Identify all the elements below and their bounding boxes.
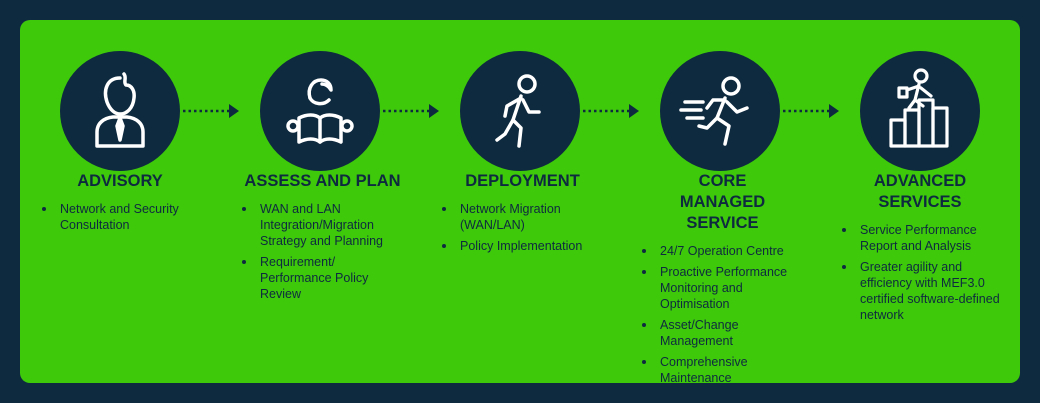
list-item: Network and Security Consultation xyxy=(40,201,200,233)
list-item: Requirement/ Performance Policy Review xyxy=(240,254,405,302)
advisor-icon xyxy=(95,72,145,148)
step-title: ADVANCED SERVICES xyxy=(873,172,967,211)
step-assess-and-plan: ASSESS AND PLAN WAN and LAN Integration/… xyxy=(240,171,405,307)
step-advanced-services: ADVANCED SERVICES Service Performance Re… xyxy=(840,171,1000,328)
connector-arrow-2 xyxy=(383,99,443,123)
list-item: 24/7 Operation Centre xyxy=(640,243,805,259)
walking-person-icon xyxy=(495,74,541,148)
step-item-list: Service Performance Report and Analysis … xyxy=(840,222,1000,323)
step-1-circle xyxy=(60,51,180,171)
list-item: Network Migration (WAN/LAN) xyxy=(440,201,605,233)
connector-arrow-3 xyxy=(583,99,643,123)
list-item: Service Performance Report and Analysis xyxy=(840,222,1000,254)
step-advisory: ADVISORY Network and Security Consultati… xyxy=(40,171,200,238)
step-3-circle xyxy=(460,51,580,171)
step-2-circle xyxy=(260,51,380,171)
step-title: DEPLOYMENT xyxy=(465,172,580,190)
list-item: Asset/Change Management xyxy=(640,317,805,349)
step-4-circle xyxy=(660,51,780,171)
step-item-list: Network Migration (WAN/LAN) Policy Imple… xyxy=(440,201,605,254)
step-5-circle xyxy=(860,51,980,171)
step-deployment: DEPLOYMENT Network Migration (WAN/LAN) P… xyxy=(440,171,605,259)
list-item: Comprehensive Maintenance xyxy=(640,354,805,386)
step-title: ADVISORY xyxy=(77,172,163,190)
step-item-list: 24/7 Operation Centre Proactive Performa… xyxy=(640,243,805,386)
list-item: Proactive Performance Monitoring and Opt… xyxy=(640,264,805,312)
reading-person-icon xyxy=(286,78,354,144)
step-core-managed-service: CORE MANAGED SERVICE 24/7 Operation Cent… xyxy=(640,171,805,391)
step-item-list: WAN and LAN Integration/Migration Strate… xyxy=(240,201,405,302)
process-panel: ADVISORY Network and Security Consultati… xyxy=(20,20,1020,385)
connector-arrow-4 xyxy=(783,99,843,123)
list-item: WAN and LAN Integration/Migration Strate… xyxy=(240,201,405,249)
running-person-icon xyxy=(679,76,749,146)
climbing-steps-icon xyxy=(889,68,949,148)
step-title: CORE MANAGED SERVICE xyxy=(679,172,766,232)
connector-arrow-1 xyxy=(183,99,243,123)
list-item: Greater agility and efficiency with MEF3… xyxy=(840,259,1000,323)
list-item: Policy Implementation xyxy=(440,238,605,254)
step-item-list: Network and Security Consultation xyxy=(40,201,200,233)
step-title: ASSESS AND PLAN xyxy=(244,172,401,190)
